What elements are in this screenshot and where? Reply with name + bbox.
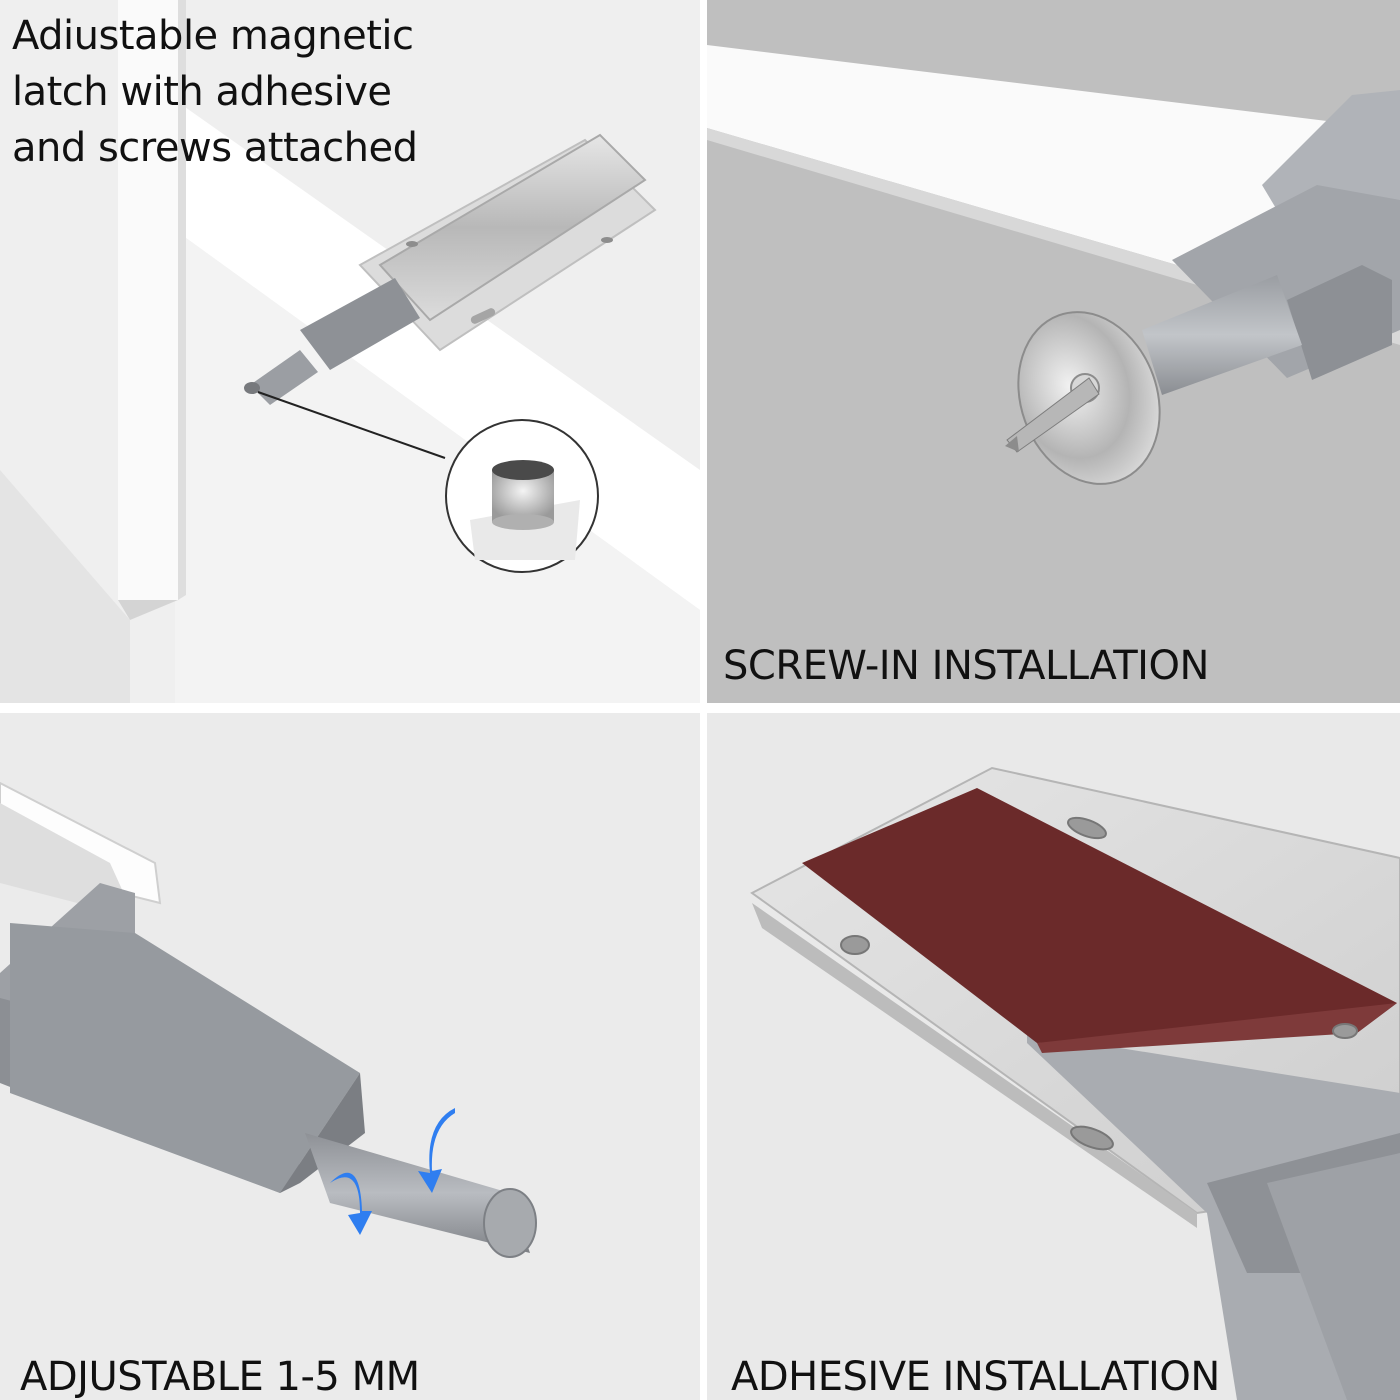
- panel-screw-installation: SCREW-IN INSTALLATION: [707, 0, 1400, 703]
- adjustable-rod-illustration: [0, 713, 700, 1400]
- screw-installation-caption: SCREW-IN INSTALLATION: [723, 643, 1209, 689]
- panel-adjustable: ADJUSTABLE 1-5 MM: [0, 713, 700, 1400]
- overview-caption-line-2: latch with adhesive: [12, 69, 392, 115]
- panel-overview: Adiustable magnetic latch with adhesive …: [0, 0, 700, 703]
- screw-installation-illustration: [707, 0, 1400, 703]
- latch-overview-illustration: [0, 0, 700, 703]
- rotate-up-arrow-icon: [330, 1172, 372, 1235]
- adhesive-installation-caption: ADHESIVE INSTALLATION: [731, 1354, 1220, 1400]
- panel-adhesive-installation: ADHESIVE INSTALLATION: [707, 713, 1400, 1400]
- overview-caption-line-3: and screws attached: [12, 125, 418, 171]
- adhesive-installation-illustration: [707, 713, 1400, 1400]
- rotate-down-arrow-icon: [418, 1108, 455, 1193]
- adjustable-caption: ADJUSTABLE 1-5 MM: [20, 1354, 420, 1400]
- overview-caption-line-1: Adiustable magnetic: [12, 13, 414, 59]
- overview-caption: Adiustable magnetic latch with adhesive …: [12, 8, 418, 176]
